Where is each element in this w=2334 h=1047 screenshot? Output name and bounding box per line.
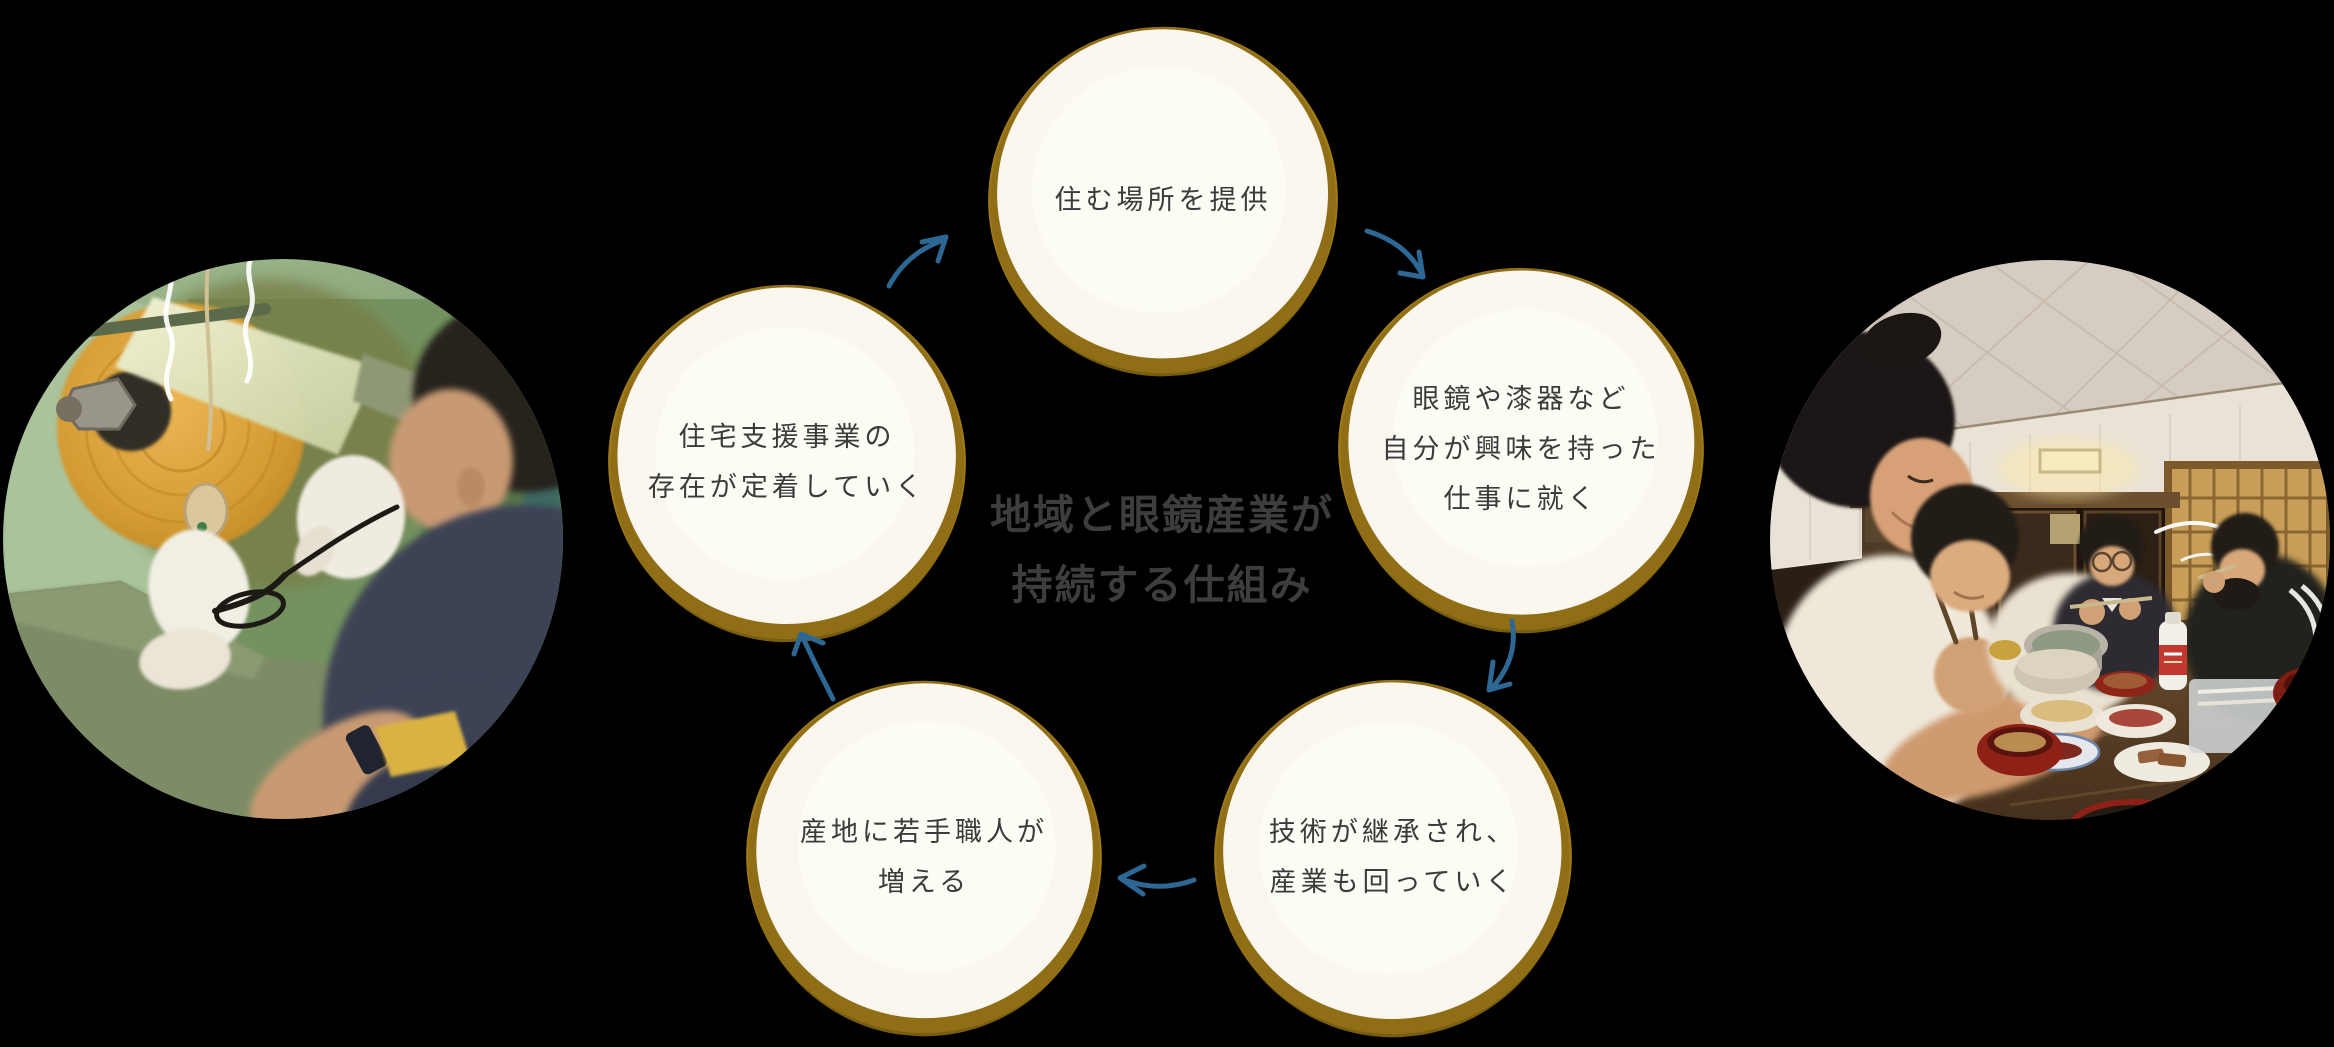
cycle-node-housing-support-established: 住宅支援事業の 存在が定着していく (607, 282, 967, 643)
node-label-line: 眼鏡や漆器など (1412, 384, 1630, 414)
node-circle (1214, 679, 1572, 1038)
cycle-node-provide-housing: 住む場所を提供 (987, 24, 1339, 377)
node-label-line: 自分が興味を持った (1381, 434, 1661, 464)
node-label-line: 産地に若手職人が (800, 817, 1048, 847)
node-label-line: 仕事に就く (1443, 484, 1599, 514)
photo-craftsman-polishing (3, 259, 563, 819)
shared-meal-photo-illustration (1770, 260, 2330, 820)
cycle-center-title: 地域と眼鏡産業が 持続する仕組み (932, 480, 1392, 620)
arrow-left-icon (1117, 863, 1197, 897)
node-label-line: 増える (877, 867, 971, 897)
cycle-node-skills-passed-on: 技術が継承され、 産業も回っていく (1213, 677, 1573, 1038)
node-circle (746, 680, 1102, 1037)
node-label-line: 技術が継承され、 (1268, 817, 1518, 847)
node-circle (1338, 267, 1704, 634)
node-label-line: 産業も回っていく (1269, 867, 1517, 897)
photo-shared-meal (1770, 260, 2330, 820)
cycle-node-take-interesting-job: 眼鏡や漆器など 自分が興味を持った 仕事に就く (1337, 265, 1705, 634)
node-label-line: 住宅支援事業の (678, 422, 896, 452)
cycle-center-title-line2: 持続する仕組み (1011, 562, 1313, 608)
cycle-node-young-craftsmen-increase: 産地に若手職人が 増える (745, 678, 1103, 1037)
node-label-line: 存在が定着していく (647, 472, 927, 502)
node-circle (988, 26, 1338, 377)
craftsman-photo-illustration (3, 259, 563, 819)
node-label-line: 住む場所を提供 (1054, 185, 1272, 215)
cycle-center-title-line1: 地域と眼鏡産業が (990, 492, 1334, 538)
node-circle (608, 284, 966, 643)
